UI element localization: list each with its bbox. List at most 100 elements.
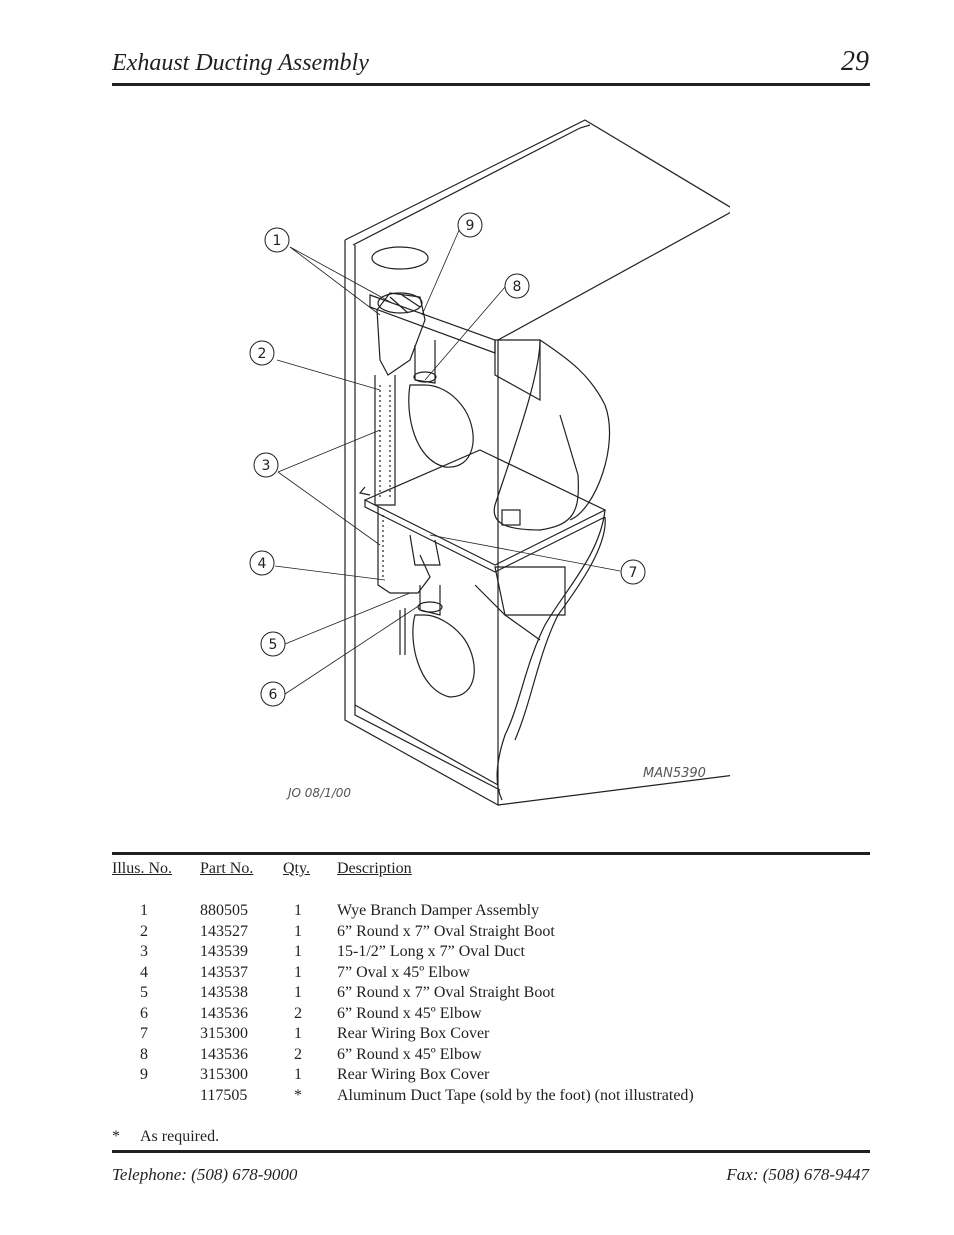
footer-rule [112,1150,870,1153]
table-row: 6 143536 2 6” Round x 45º Elbow [0,1005,954,1025]
callout-9 [457,212,483,238]
cell-illus: 1 [140,902,148,919]
middle-shelf [363,449,607,566]
cell-illus: 3 [140,943,148,960]
cell-desc: Aluminum Duct Tape (sold by the foot) (n… [337,1086,694,1104]
footer-fax: Fax: (508) 678-9447 [726,1165,869,1184]
callout-4 [249,550,275,576]
cell-part: 143527 [200,922,248,940]
upper-shelf [369,294,496,354]
cell-desc: Rear Wiring Box Cover [337,1025,490,1042]
leader-5 [284,592,411,645]
cell-desc: Wye Branch Damper Assembly [337,902,540,919]
table-row: 4 143537 1 7” Oval x 45º Elbow [0,964,954,984]
cell-qty: 1 [294,963,302,981]
cabinet-top [344,119,730,341]
cell-desc: 6” Round x 45º Elbow [337,1004,482,1022]
footnote-text: As required. [140,1128,220,1145]
callout-label-1: 1 [273,233,282,249]
page-title: Exhaust Ducting Assembly [112,50,369,76]
callout-label-3: 3 [262,458,271,474]
col-header-part: Part No. [200,860,254,877]
cell-qty: 2 [294,1004,302,1022]
col-header-desc: Description [337,860,412,877]
table-row: 117505*Aluminum Duct Tape (sold by the f… [0,1087,954,1107]
table-row: 7 315300 1 Rear Wiring Box Cover [0,1025,954,1045]
col-header-illus: Illus. No. [112,860,172,877]
callout-label-6: 6 [269,687,278,703]
callout-1 [264,227,290,253]
top-vent-opening [371,246,429,270]
callout-3 [253,452,279,478]
table-row: 8 143536 2 6” Round x 45º Elbow [0,1046,954,1066]
table-row: 1 880505 1 Wye Branch Damper Assembly [0,902,954,922]
cell-part: 315300 [200,1066,248,1083]
cell-desc: 6” Round x 7” Oval Straight Boot [337,922,555,940]
lower-cutaway-edge [496,509,606,801]
cabinet-top-inner [352,124,591,246]
cell-illus: 7 [140,1025,148,1042]
leader-4 [274,565,386,581]
cell-part: 143537 [200,963,248,981]
cell-desc: 6” Round x 7” Oval Straight Boot [337,984,555,1001]
cell-desc: 7” Oval x 45º Elbow [337,963,470,981]
leader-9 [421,227,461,316]
cell-qty: 1 [294,1066,302,1083]
footnote-mark: * [112,1128,120,1145]
cell-part: 117505 [200,1086,248,1104]
callout-label-8: 8 [513,279,522,295]
cell-illus: 4 [140,963,148,981]
cell-qty: 1 [294,1025,302,1042]
callout-label-5: 5 [269,637,278,653]
cell-illus: 5 [140,984,148,1001]
cell-part: 143536 [200,1004,248,1022]
cell-part: 315300 [200,1025,248,1042]
blower-lower [412,614,475,698]
page-number: 29 [841,46,869,77]
callout-5 [260,631,286,657]
cell-qty: 2 [294,1045,302,1063]
col-header-qty: Qty. [283,860,310,877]
cell-illus: 6 [140,1004,148,1022]
cell-qty: 1 [294,902,302,919]
leader-2 [276,359,381,391]
callout-6 [260,681,286,707]
cabinet-inner-left [354,245,501,791]
cabinet-right-side [497,775,730,806]
cell-illus: 2 [140,922,148,940]
cabinet-front-edge [344,240,499,807]
date-stamp: JO 08/1/00 [286,786,351,800]
cell-illus: 9 [140,1066,148,1083]
callout-7 [620,559,646,585]
cell-part: 143536 [200,1045,248,1063]
cell-part: 143539 [200,943,248,960]
leader-3 [277,429,381,546]
leader-7 [429,534,621,572]
cell-qty: 1 [294,984,302,1001]
callout-2 [249,340,275,366]
footer-telephone: Telephone: (508) 678-9000 [112,1165,298,1184]
cell-qty: 1 [294,943,302,960]
cell-desc: Rear Wiring Box Cover [337,1066,490,1083]
main-cutaway-duct [493,339,579,531]
lower-boot [409,534,441,566]
callout-label-9: 9 [466,218,475,234]
table-row: 9 315300 1 Rear Wiring Box Cover [0,1066,954,1086]
cell-desc: 6” Round x 45º Elbow [337,1045,482,1063]
exhaust-ducting-diagram: 1 2 3 4 5 6 7 8 9 MAN5390 JO 08/1/00 [249,119,730,807]
table-rule [112,852,870,855]
leader-8 [424,286,506,381]
elbow-upper [414,340,436,384]
cell-illus: 8 [140,1045,148,1063]
callout-label-7: 7 [629,565,638,581]
callout-label-2: 2 [258,346,267,362]
oval-elbow-lower [377,507,431,594]
leader-1 [289,246,393,316]
header-rule [112,83,870,86]
cell-part: 880505 [200,902,248,919]
callout-label-4: 4 [258,556,267,572]
blower-upper [408,384,474,468]
leader-6 [284,604,421,695]
